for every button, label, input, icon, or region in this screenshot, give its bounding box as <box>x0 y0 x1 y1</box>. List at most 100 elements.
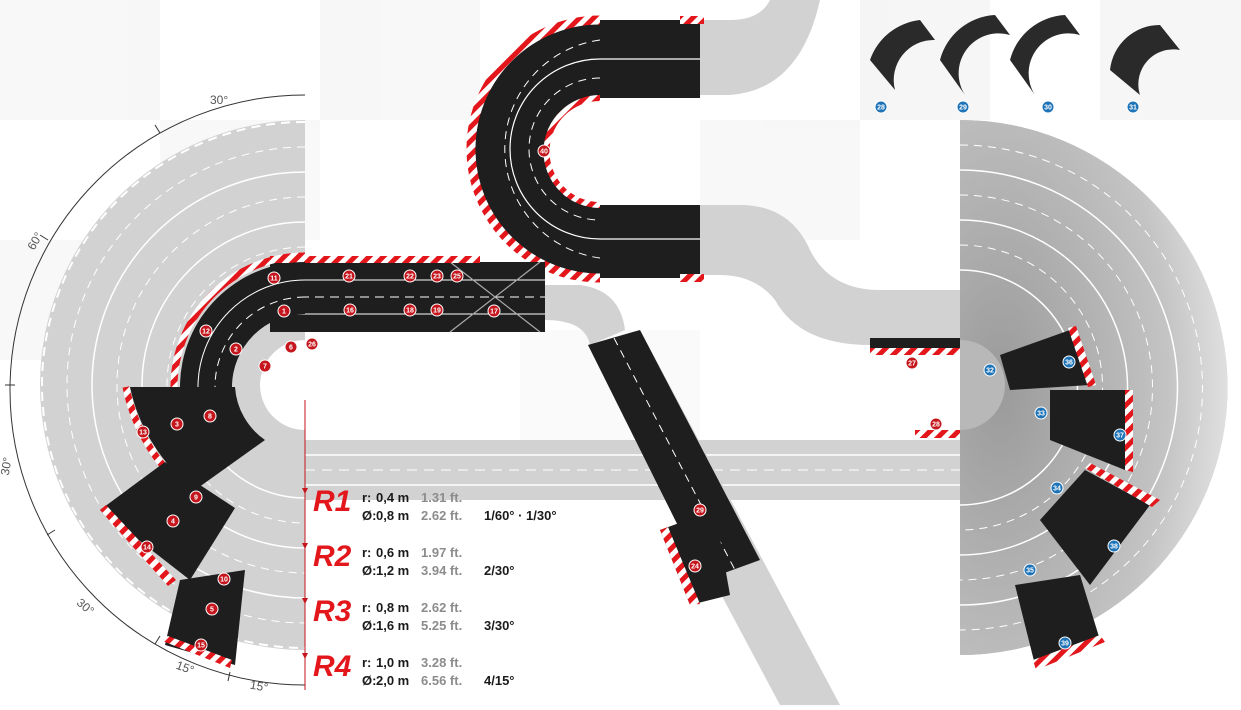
piece-marker-red: 9 <box>189 490 203 504</box>
svg-text:16: 16 <box>346 308 354 315</box>
guide-arrow-icon <box>302 653 308 659</box>
piece-marker-blue: 37 <box>1113 428 1127 442</box>
piece-marker-blue: 38 <box>1107 539 1121 553</box>
piece-marker-red: 7 <box>258 359 272 373</box>
svg-text:40: 40 <box>540 149 548 156</box>
svg-text:18: 18 <box>406 308 414 315</box>
radius-r-meters: 1,0 m <box>376 655 409 670</box>
piece-marker-blue: 29 <box>956 100 970 114</box>
piece-marker-blue: 34 <box>1050 481 1064 495</box>
piece-marker-red: 10 <box>217 572 231 586</box>
piece-marker-red: 22 <box>403 269 417 283</box>
diameter-feet: 6.56 ft. <box>421 673 462 688</box>
svg-text:26: 26 <box>308 342 316 349</box>
svg-text:27: 27 <box>908 361 916 368</box>
radius-r-feet: 1.97 ft. <box>421 545 462 560</box>
u-turn-dark <box>466 15 704 283</box>
svg-text:39: 39 <box>1061 641 1069 648</box>
piece-marker-blue: 35 <box>1023 563 1037 577</box>
piece-count: 1/60° · 1/30° <box>484 508 557 523</box>
svg-text:4: 4 <box>171 519 175 526</box>
angle-label-lower-left: 30° <box>74 596 97 619</box>
piece-marker-blue: 32 <box>983 363 997 377</box>
piece-marker-red: 3 <box>170 417 184 431</box>
piece-marker-red: 16 <box>343 303 357 317</box>
piece-marker-red: 27 <box>905 356 919 370</box>
piece-marker-red: 19 <box>430 303 444 317</box>
piece-count: 4/15° <box>484 673 515 688</box>
piece-marker-red: 1 <box>277 304 291 318</box>
diameter-feet: 5.25 ft. <box>421 618 462 633</box>
piece-marker-red: 13 <box>136 425 150 439</box>
horizontal-light-straight <box>305 440 960 500</box>
piece-marker-red: 12 <box>199 324 213 338</box>
radius-label: R4 <box>313 650 352 683</box>
angle-label-bottom-a: 15° <box>174 658 196 677</box>
svg-text:36: 36 <box>1065 360 1073 367</box>
svg-text:38: 38 <box>1110 544 1118 551</box>
piece-marker-red: 40 <box>537 144 551 158</box>
svg-text:12: 12 <box>202 329 210 336</box>
piece-marker-red: 14 <box>140 540 154 554</box>
radius-r-meters: 0,4 m <box>376 490 409 505</box>
radius-label: R2 <box>313 540 352 573</box>
guide-arrow-icon <box>302 543 308 549</box>
svg-text:3: 3 <box>175 422 179 429</box>
piece-marker-red: 18 <box>403 303 417 317</box>
right-light-curve <box>959 120 1228 655</box>
piece-marker-red: 17 <box>487 304 501 318</box>
angle-label-left: 30° <box>0 456 15 477</box>
piece-marker-blue: 30 <box>1041 100 1055 114</box>
degree-scale-arc <box>9 94 306 686</box>
piece-marker-red: 26 <box>305 337 319 351</box>
piece-marker-red: 28 <box>929 417 943 431</box>
right-dark-track <box>870 326 1160 670</box>
radius-r-label: r: <box>362 600 371 615</box>
piece-marker-red: 21 <box>342 269 356 283</box>
svg-text:5: 5 <box>210 607 214 614</box>
diameter-label: Ø: <box>362 673 376 688</box>
guide-arrow-icon <box>302 488 308 494</box>
radius-r-feet: 2.62 ft. <box>421 600 462 615</box>
piece-marker-red: 23 <box>430 269 444 283</box>
radius-r-meters: 0,8 m <box>376 600 409 615</box>
diameter-label: Ø: <box>362 618 376 633</box>
radius-r-label: r: <box>362 490 371 505</box>
diameter-meters: 1,2 m <box>376 563 409 578</box>
svg-text:1: 1 <box>282 309 286 316</box>
piece-marker-blue: 36 <box>1062 355 1076 369</box>
piece-marker-blue: 39 <box>1058 636 1072 650</box>
svg-text:17: 17 <box>490 309 498 316</box>
svg-text:19: 19 <box>433 308 441 315</box>
svg-text:22: 22 <box>406 274 414 281</box>
degree-ticks <box>5 124 231 682</box>
diameter-feet: 3.94 ft. <box>421 563 462 578</box>
track-piece-icons <box>870 15 1180 95</box>
piece-marker-blue: 28 <box>874 100 888 114</box>
radius-row-r4: R4 r: 1,0 m 3.28 ft. Ø:2,0 m 6.56 ft. 4/15° <box>302 650 515 688</box>
svg-text:28: 28 <box>932 422 940 429</box>
radius-r-label: r: <box>362 655 371 670</box>
svg-text:25: 25 <box>453 274 461 281</box>
svg-text:29: 29 <box>959 105 967 112</box>
piece-marker-red: 15 <box>194 638 208 652</box>
radius-label: R3 <box>313 595 352 628</box>
diagonal-track <box>588 330 840 705</box>
radius-label: R1 <box>313 485 351 518</box>
piece-marker-red: 6 <box>284 340 298 354</box>
radius-r-feet: 3.28 ft. <box>421 655 462 670</box>
svg-text:32: 32 <box>986 368 994 375</box>
diameter-meters: 2,0 m <box>376 673 409 688</box>
svg-text:14: 14 <box>143 545 151 552</box>
svg-text:29: 29 <box>696 508 704 515</box>
svg-text:30: 30 <box>1044 105 1052 112</box>
piece-marker-blue: 31 <box>1126 100 1140 114</box>
angle-label-top: 30° <box>210 93 228 107</box>
piece-marker-red: 2 <box>229 342 243 356</box>
svg-text:34: 34 <box>1053 486 1061 493</box>
svg-text:35: 35 <box>1026 568 1034 575</box>
